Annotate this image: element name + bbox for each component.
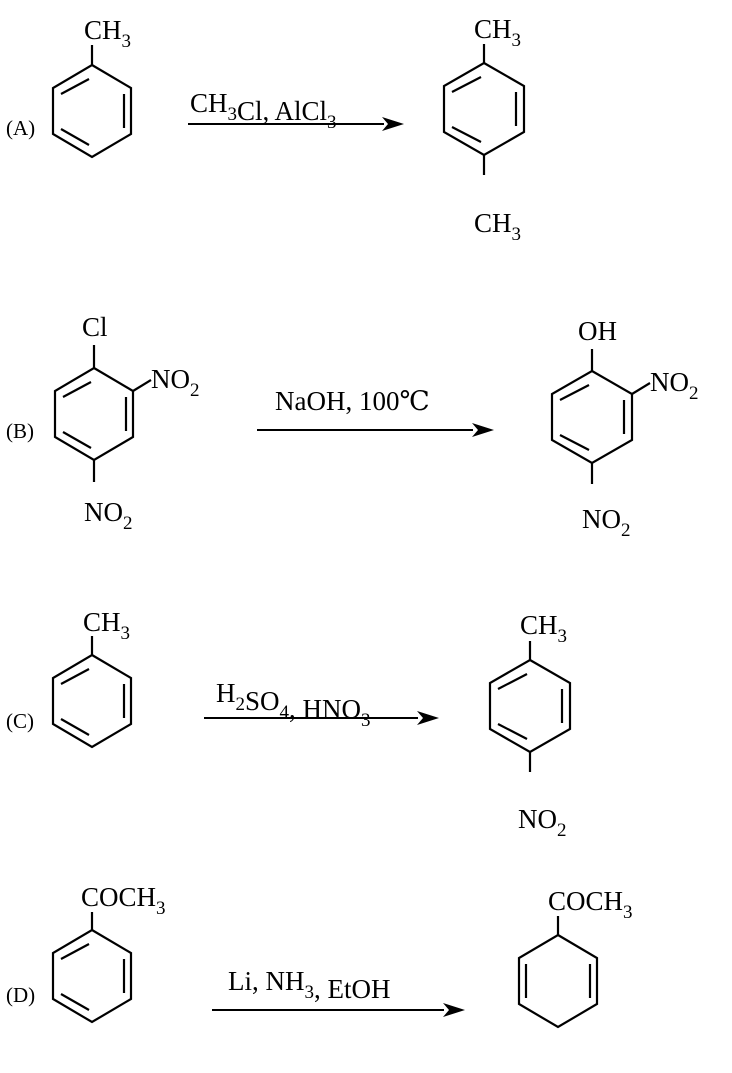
reaction-a: (A) CH3 CH3Cl, AlCl3 CH3 CH3 [6, 14, 526, 245]
reaction-label: (A) [6, 116, 35, 140]
reaction-arrow [212, 1003, 465, 1017]
substituent-label: CH3 [84, 15, 131, 52]
substituent-label: OH [578, 316, 617, 346]
reaction-label: (C) [6, 709, 34, 733]
substituent-label: CH3 [520, 610, 567, 647]
reactant-toluene [51, 45, 133, 159]
substituent-label: CH3 [474, 14, 521, 51]
reaction-label: (B) [6, 419, 34, 443]
reaction-arrow [257, 423, 494, 437]
substituent-bond [132, 379, 152, 392]
double-bond [60, 128, 90, 146]
substituent-label: NO2 [582, 504, 631, 541]
substituent-label: COCH3 [548, 886, 633, 923]
double-bond [60, 943, 90, 960]
reactant-toluene [51, 636, 133, 749]
cyclohexadiene-ring [517, 933, 599, 1029]
benzene-ring [51, 653, 133, 749]
double-bond [559, 384, 590, 401]
reagent-label: Li, NH3, EtOH [228, 966, 391, 1004]
reaction-b: (B) Cl NO2 NO2 NaOH, 100℃ [6, 312, 699, 541]
product-cyclohexadienyl-ketone [517, 916, 599, 1029]
benzene-ring [550, 369, 634, 465]
double-bond [62, 381, 92, 398]
reaction-label: (D) [6, 983, 35, 1007]
substituent-bond [631, 382, 651, 395]
reagent-label: CH3Cl, AlCl3 [190, 88, 337, 133]
reaction-arrow [204, 711, 439, 725]
substituent-label: CH3 [83, 607, 130, 644]
benzene-ring [51, 63, 133, 159]
product-p-xylene [442, 44, 526, 175]
double-bond [497, 673, 528, 690]
double-bond [60, 78, 90, 95]
benzene-ring [488, 658, 572, 754]
substituent-label: NO2 [518, 804, 567, 841]
substituent-label: COCH3 [81, 882, 166, 919]
reaction-d: (D) COCH3 Li, NH3, EtOH COCH3 [6, 882, 633, 1029]
substituent-label: NO2 [151, 364, 200, 401]
double-bond [62, 431, 92, 449]
reagent-label: H2SO4, HNO3 [216, 678, 371, 731]
reactant-dinitrochlorobenzene [53, 345, 152, 482]
product-p-nitrotoluene [488, 641, 572, 772]
reactant-acetophenone [51, 912, 133, 1024]
double-bond [497, 723, 528, 740]
reaction-arrow [188, 117, 404, 131]
reaction-c: (C) CH3 H2SO4, HNO3 CH3 NO2 [6, 607, 572, 841]
product-dinitrophenol [550, 349, 651, 484]
double-bond [559, 434, 590, 451]
double-bond [451, 126, 482, 143]
double-bond [60, 668, 90, 685]
substituent-label: Cl [82, 312, 108, 342]
double-bond [451, 76, 482, 93]
double-bond [60, 993, 90, 1011]
double-bond [60, 718, 90, 736]
benzene-ring [51, 928, 133, 1024]
substituent-label: NO2 [84, 497, 133, 534]
substituent-label: CH3 [474, 208, 521, 245]
benzene-ring [442, 61, 526, 157]
substituent-label: NO2 [650, 367, 699, 404]
benzene-ring [53, 366, 135, 462]
reagent-label: NaOH, 100℃ [275, 386, 430, 416]
